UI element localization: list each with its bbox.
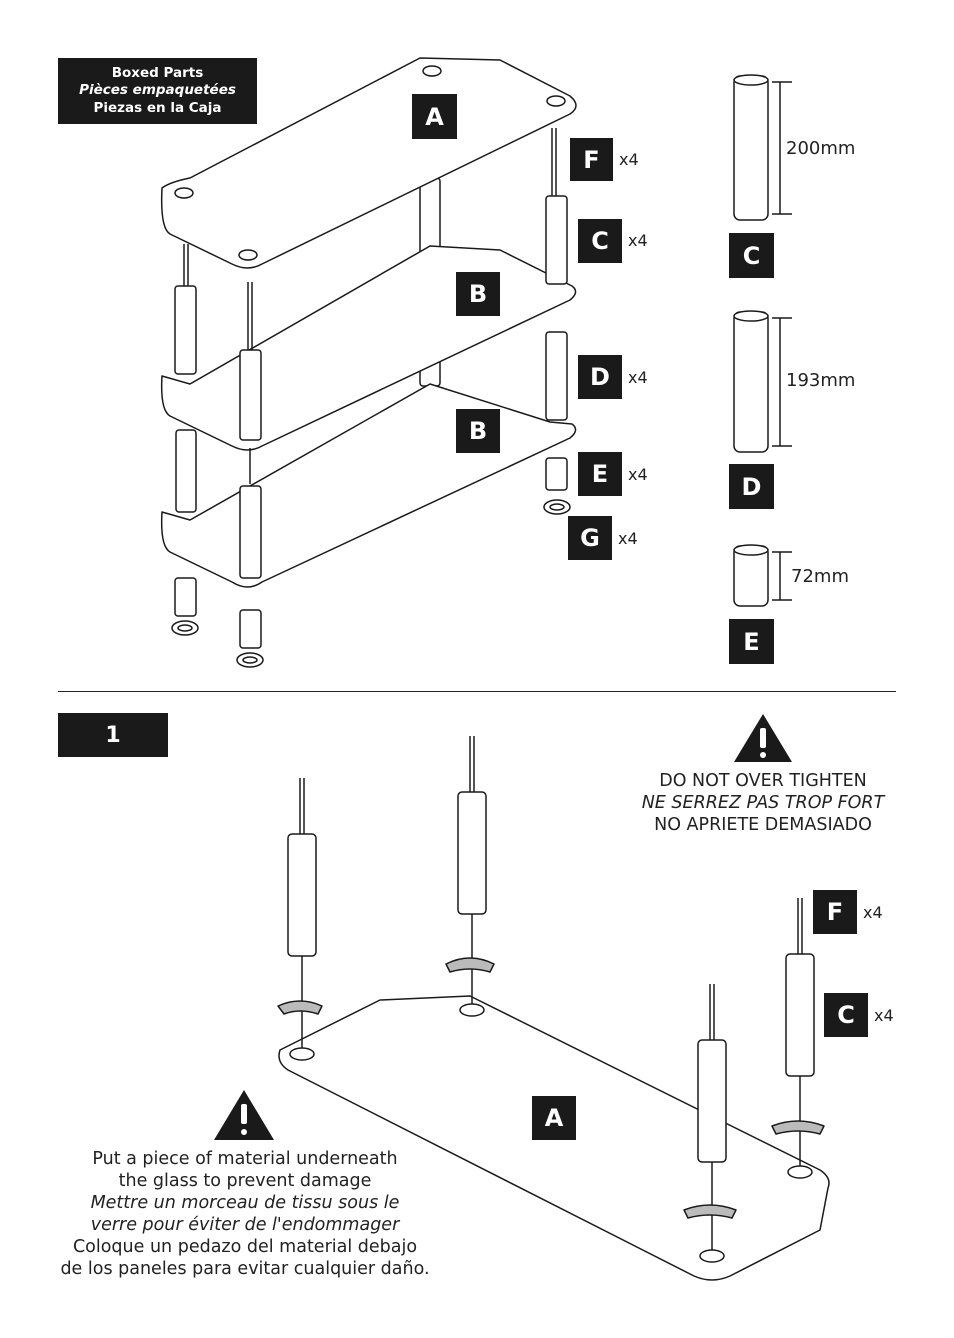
warning-material-es1: Coloque un pedazo del material debajo [72, 1237, 418, 1257]
warning-material-fr2: verre pour éviter de l'endommager [90, 1215, 400, 1235]
qty-c: x4 [628, 231, 648, 250]
warning-material-es2: de los paneles para evitar cualquier dañ… [60, 1259, 430, 1279]
part-c-label: C [729, 233, 774, 278]
part-label-e: E [578, 452, 622, 496]
part-label-b-lower: B [456, 409, 500, 453]
part-label-f: F [570, 138, 613, 181]
boxed-parts-fr: Pièces empaquetées [79, 82, 236, 99]
warning-tighten-fr: NE SERREZ PAS TROP FORT [641, 793, 885, 813]
dim-e: 72mm [791, 566, 849, 587]
part-label-d: D [578, 355, 622, 399]
warning-material-en2: the glass to prevent damage [118, 1171, 372, 1191]
front-posts [171, 128, 571, 668]
part-label-b-upper: B [456, 272, 500, 316]
rotate-arrow-icon [277, 957, 825, 1219]
warning-material-fr1: Mettre un morceau de tissu sous le [90, 1193, 400, 1213]
warning-tighten-es: NO APRIETE DEMASIADO [654, 815, 872, 835]
part-e-drawing [733, 544, 792, 607]
part-d-drawing [733, 310, 792, 453]
part-label-g: G [568, 516, 612, 560]
qty-d: x4 [628, 368, 648, 387]
part-d-label: D [729, 464, 774, 509]
step1-qty-c: x4 [874, 1006, 894, 1025]
part-c-drawing [733, 74, 792, 221]
step1-label-c: C [824, 993, 868, 1037]
step-number: 1 [58, 713, 168, 757]
warning-tighten-text: DO NOT OVER TIGHTEN NE SERREZ PAS TROP F… [620, 770, 906, 836]
part-e-label: E [729, 619, 774, 664]
qty-e: x4 [628, 465, 648, 484]
warning-material-en1: Put a piece of material underneath [92, 1149, 398, 1169]
warning-material-text: Put a piece of material underneath the g… [40, 1148, 450, 1280]
boxed-parts-es: Piezas en la Caja [93, 99, 222, 116]
step1-label-f: F [813, 890, 857, 934]
qty-g: x4 [618, 529, 638, 548]
step1-qty-f: x4 [863, 903, 883, 922]
part-label-c: C [578, 219, 622, 263]
boxed-parts-en: Boxed Parts [111, 64, 204, 81]
boxed-parts-box: Boxed Parts Pièces empaquetées Piezas en… [58, 58, 257, 124]
dim-c: 200mm [786, 138, 856, 159]
dim-d: 193mm [786, 370, 856, 391]
part-label-a: A [412, 94, 457, 139]
step1-label-a: A [532, 1096, 576, 1140]
qty-f: x4 [619, 150, 639, 169]
warning-tighten-en: DO NOT OVER TIGHTEN [659, 771, 867, 791]
shelf-a-top [160, 57, 577, 269]
section-divider [58, 691, 896, 692]
step1-posts [287, 736, 815, 1263]
